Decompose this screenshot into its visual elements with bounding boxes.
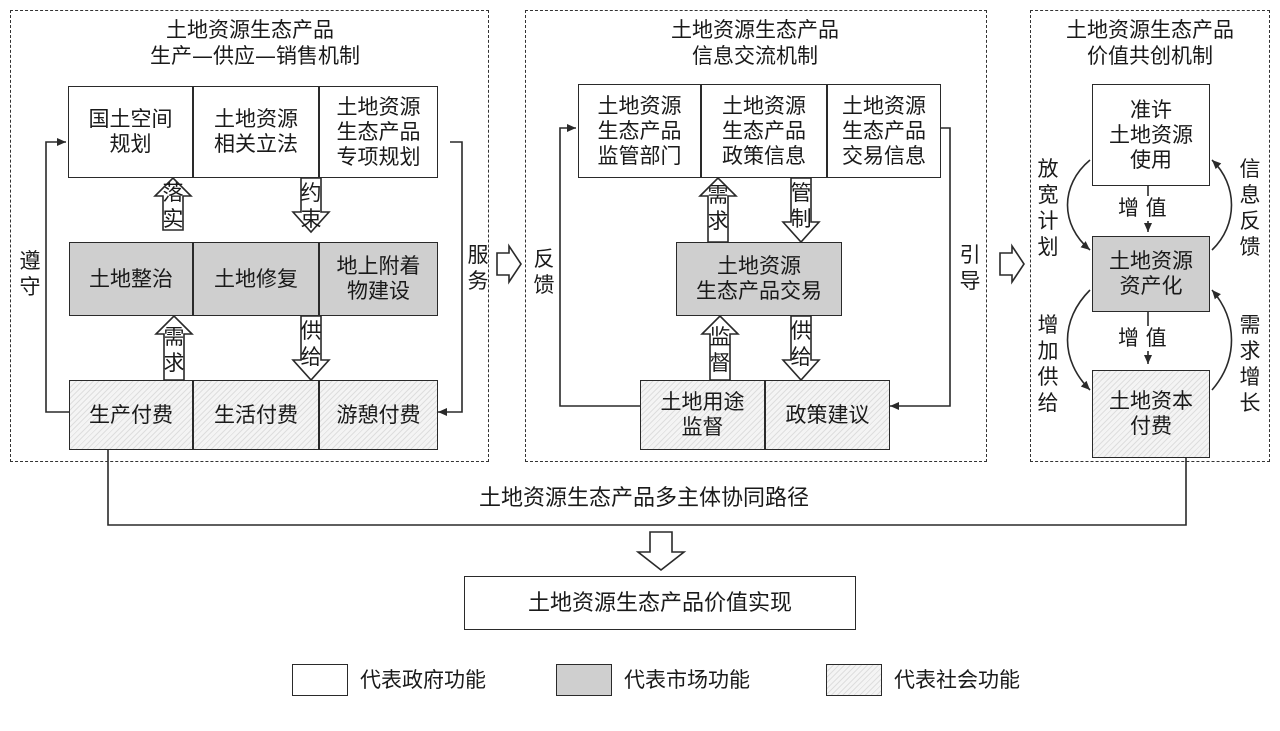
label-demand-growth: 需求增长 (1239, 313, 1261, 415)
label-constrain: 约束 (300, 181, 322, 231)
box-assetization: 土地资源 资产化 (1092, 236, 1210, 312)
constrain-arrow (291, 177, 331, 234)
demand-growth-curve (1211, 289, 1233, 391)
service-connector (438, 141, 463, 416)
guide-arrow (999, 243, 1025, 285)
label-serve: 服务 (467, 243, 489, 293)
label-implement: 落实 (162, 181, 184, 231)
box-attachments: 地上附着 物建设 (319, 242, 438, 316)
collaboration-path-label: 土地资源生态产品多主体协同路径 (479, 486, 810, 511)
label-relax-plan: 放宽计划 (1037, 157, 1059, 259)
box-policy-info: 土地资源 生态产品 政策信息 (701, 84, 827, 178)
right-panel (1030, 10, 1270, 462)
supervise-arrow (700, 314, 740, 381)
right-panel-title-line2: 价值共创机制 (1087, 44, 1213, 68)
legend-label-social: 代表社会功能 (894, 668, 1020, 692)
box-spatial-planning: 国土空间 规划 (68, 86, 193, 178)
middle-panel-title-line1: 土地资源生态产品 (671, 18, 839, 42)
right-panel-title-line1: 土地资源生态产品 (1066, 18, 1234, 42)
box-land-consolidation: 土地整治 (69, 242, 193, 316)
legend-swatch-social (826, 664, 882, 696)
middle-panel-title-line2: 信息交流机制 (692, 44, 818, 68)
supply-arrow-mid (781, 315, 821, 382)
demand-arrow-left (154, 314, 194, 381)
label-supply-mid: 供给 (790, 319, 812, 369)
increase-supply-curve (1066, 289, 1091, 391)
box-value-realization: 土地资源生态产品价值实现 (464, 576, 856, 630)
left-panel-title-line1: 土地资源生态产品 (166, 18, 334, 42)
legend-label-market: 代表市场功能 (624, 668, 750, 692)
label-increase-supply: 增加供给 (1037, 313, 1059, 415)
label-value-add-2: 增 值 (1118, 326, 1167, 351)
box-recreation-payment: 游憩付费 (319, 380, 438, 450)
box-legislation: 土地资源 相关立法 (193, 86, 319, 178)
label-regulate: 管制 (790, 181, 812, 231)
serve-arrow (496, 243, 522, 285)
middle-panel (525, 10, 987, 462)
label-guide: 引导 (959, 243, 981, 293)
realization-arrow (635, 531, 687, 572)
label-demand-left: 需求 (163, 325, 185, 375)
collaboration-path (107, 450, 1187, 526)
info-feedback-curve (1211, 159, 1233, 251)
box-regulator: 土地资源 生态产品 监管部门 (578, 84, 701, 178)
legend-swatch-government (292, 664, 348, 696)
box-use-supervision: 土地用途 监督 (640, 380, 765, 450)
box-land-use-permit: 准许 土地资源 使用 (1092, 84, 1210, 186)
label-demand-mid: 需求 (707, 183, 729, 233)
guide-connector (890, 127, 951, 410)
comply-connector (45, 138, 69, 413)
label-supply-left: 供给 (300, 319, 322, 369)
box-capital-payment: 土地资本 付费 (1092, 370, 1210, 458)
label-info-feedback: 信息反馈 (1239, 157, 1261, 259)
box-eco-product-trading: 土地资源 生态产品交易 (676, 242, 842, 316)
box-trade-info: 土地资源 生态产品 交易信息 (827, 84, 941, 178)
box-production-payment: 生产付费 (69, 380, 193, 450)
box-special-plan: 土地资源 生态产品 专项规划 (319, 86, 438, 178)
feedback-connector (559, 124, 640, 407)
legend-swatch-market (556, 664, 612, 696)
left-panel-title-line2: 生产—供应—销售机制 (150, 44, 360, 68)
box-policy-advice: 政策建议 (765, 380, 890, 450)
demand-arrow-mid (698, 176, 738, 243)
label-supervise: 监督 (709, 325, 731, 375)
relax-plan-curve (1066, 159, 1091, 251)
legend-label-government: 代表政府功能 (360, 668, 486, 692)
left-panel (10, 10, 489, 462)
implement-arrow (153, 176, 193, 231)
regulate-arrow (781, 177, 821, 244)
supply-arrow-left (291, 315, 331, 382)
label-feedback: 反馈 (533, 247, 555, 297)
label-value-add-1: 增 值 (1118, 196, 1167, 221)
label-comply: 遵守 (19, 249, 41, 299)
box-living-payment: 生活付费 (193, 380, 319, 450)
box-land-restoration: 土地修复 (193, 242, 319, 316)
